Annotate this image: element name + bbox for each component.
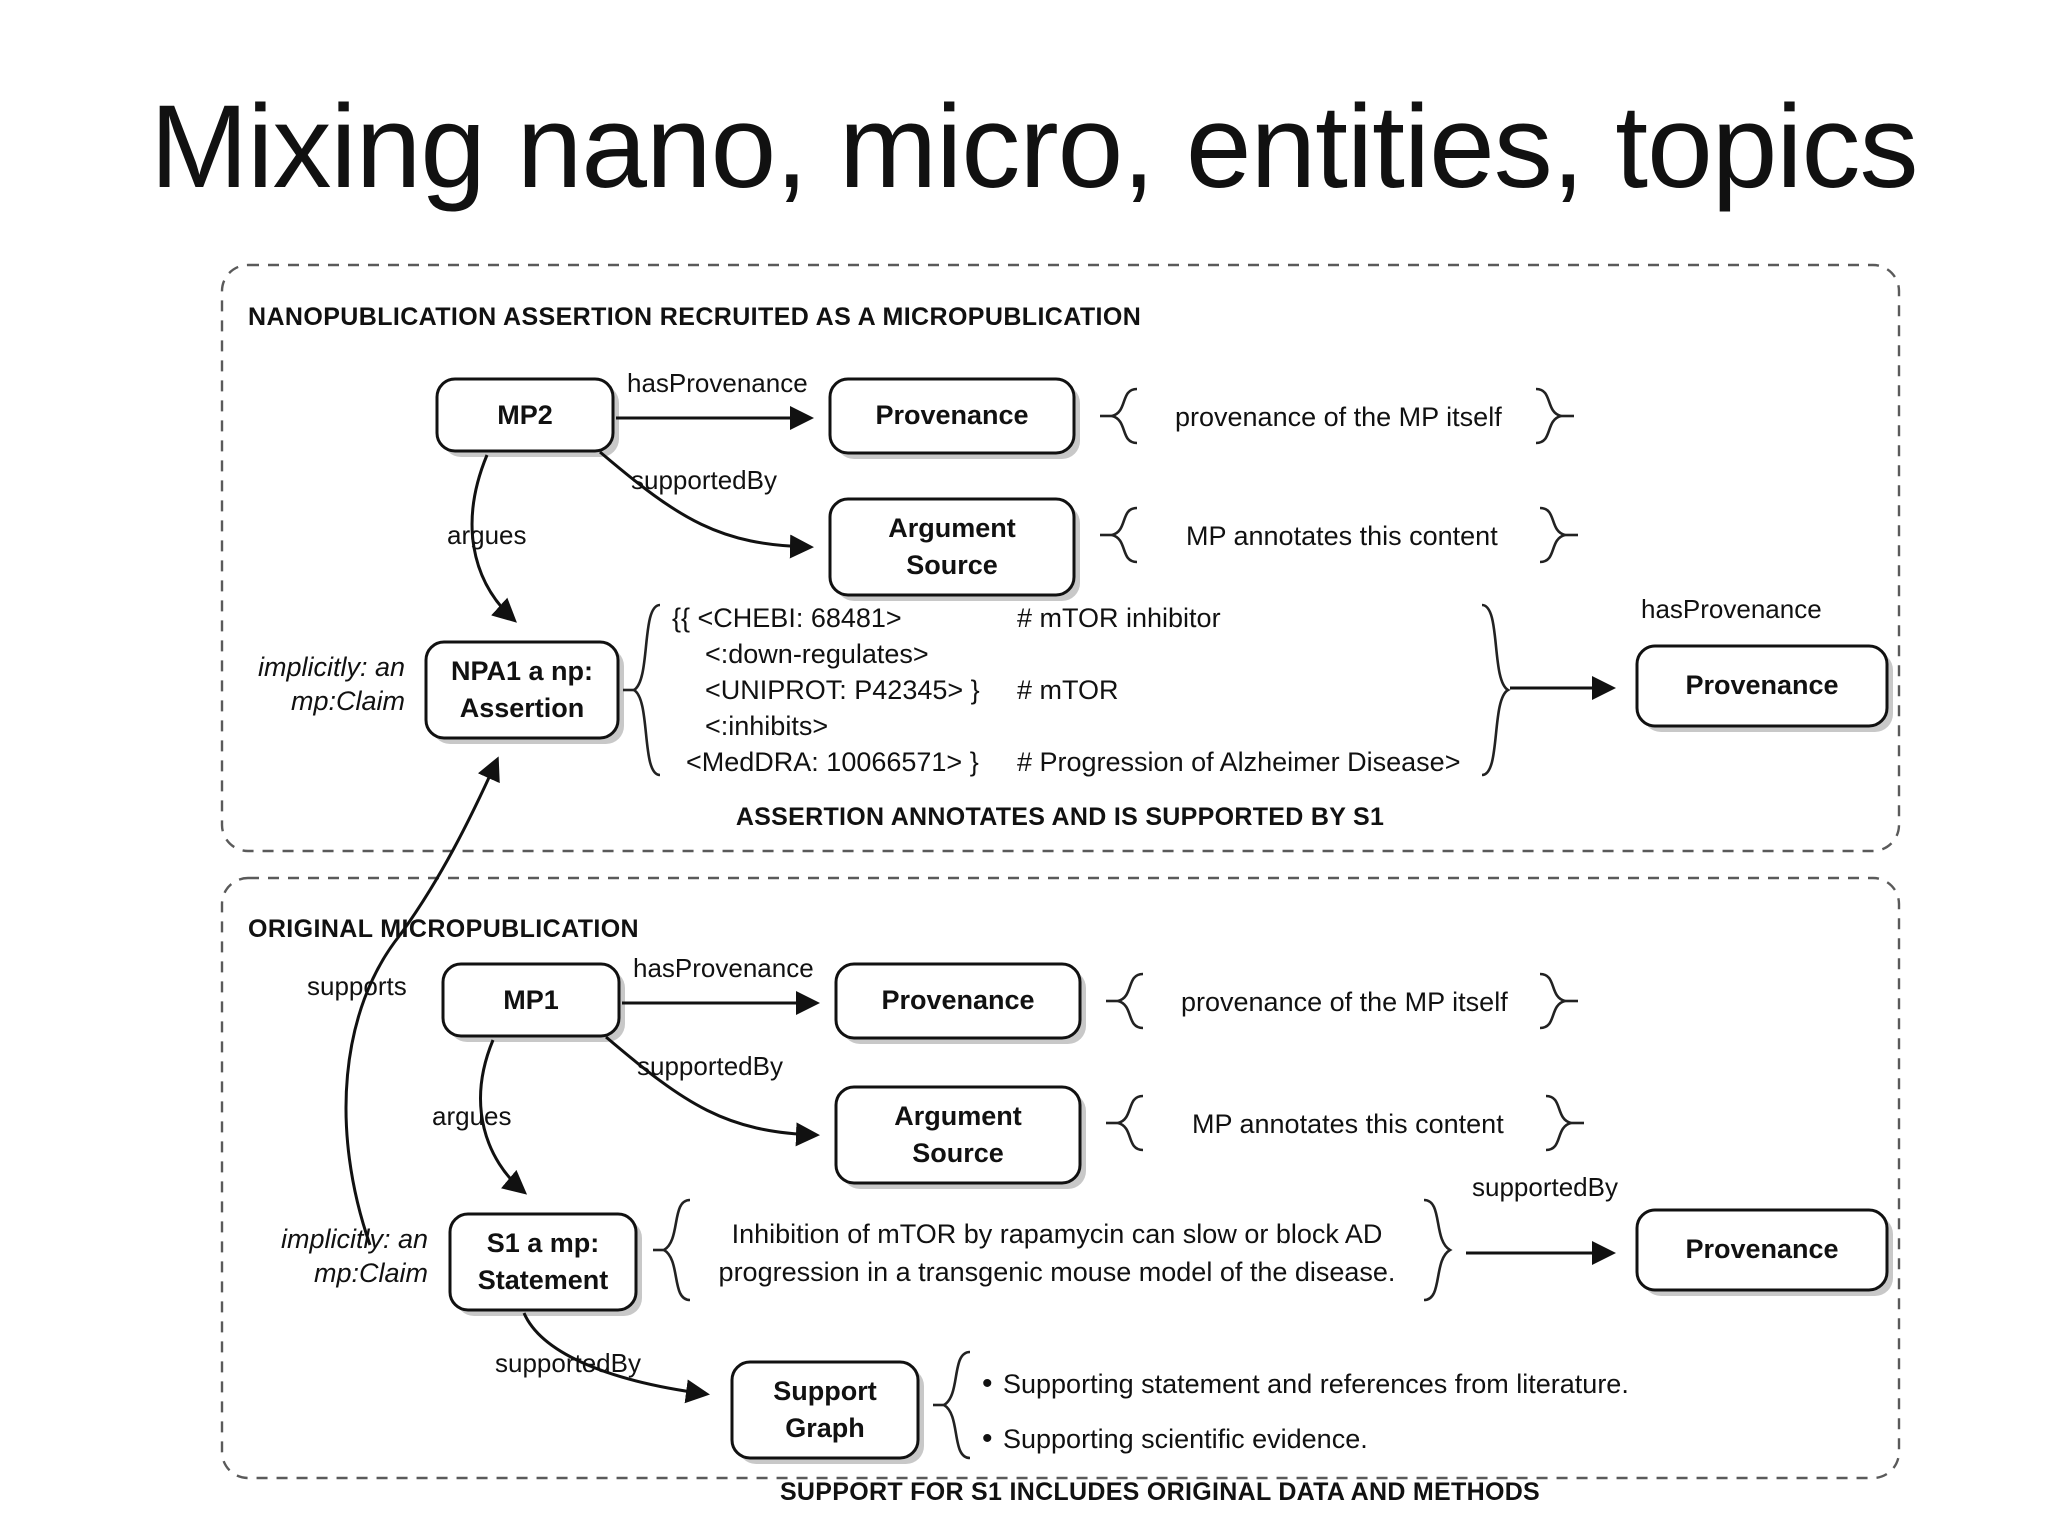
annot-argument-note-2: MP annotates this content xyxy=(1192,1109,1504,1139)
edge-supports-label: supports xyxy=(307,971,407,1001)
code-line-2-comment: # mTOR xyxy=(1017,675,1119,705)
edge-mp1-supportedby xyxy=(605,1035,820,1147)
brace-assertion-code xyxy=(623,603,1511,777)
support-bullet-text-1: Supporting statement and references from… xyxy=(1003,1369,1629,1399)
edge-mp2-argues xyxy=(470,454,517,623)
node-mp1-box xyxy=(441,962,621,1038)
node-mp2-label: MP2 xyxy=(497,400,553,430)
node-argument-source-2-label-2: Source xyxy=(912,1138,1004,1168)
edge-mp1-argues-label: argues xyxy=(432,1101,512,1131)
edge-mp2-hasprovenance-label: hasProvenance xyxy=(627,368,808,398)
node-npa1-assertion-label-1: NPA1 a np: xyxy=(451,656,593,686)
support-bullet-marker-1: • xyxy=(982,1367,993,1400)
node-provenance-right-2-box xyxy=(1635,1208,1889,1292)
node-support-graph-label-2: Graph xyxy=(785,1413,865,1443)
node-s1-statement-box xyxy=(448,1212,638,1312)
node-provenance-top-1[interactable]: Provenance xyxy=(828,377,1080,459)
code-line-4-comment: # Progression of Alzheimer Disease> xyxy=(1017,747,1460,777)
edge-mp2-argues-label: argues xyxy=(447,520,527,550)
edge-mp2-supportedby-label: supportedBy xyxy=(631,465,777,495)
node-npa1-assertion-label-2: Assertion xyxy=(460,693,585,723)
edge-supports-crosslink xyxy=(344,756,500,1246)
node-provenance-top-2-label: Provenance xyxy=(881,985,1034,1015)
node-s1-statement-label-1: S1 a mp: xyxy=(487,1228,600,1258)
brace-statement-text xyxy=(653,1198,1453,1302)
node-provenance-top-1-label: Provenance xyxy=(875,400,1028,430)
annot-implicit-claim-2-line2: mp:Claim xyxy=(314,1258,428,1288)
edge-statement-supportedby-graph xyxy=(522,1312,710,1404)
page-title: Mixing nano, micro, entities, topics xyxy=(150,81,1919,213)
brace-argument-note-2: MP annotates this content xyxy=(1106,1094,1584,1152)
edge-statement-supportedby-graph-label: supportedBy xyxy=(495,1348,641,1378)
node-provenance-top-1-box xyxy=(828,377,1076,455)
annot-implicit-claim-2-line1: implicitly: an xyxy=(281,1224,428,1254)
node-argument-source-1-label-2: Source xyxy=(906,550,998,580)
node-s1-statement[interactable]: S1 a mp: Statement xyxy=(448,1212,642,1316)
annot-provenance-note-1: provenance of the MP itself xyxy=(1175,402,1502,432)
brace-support-bullets xyxy=(933,1350,971,1460)
node-provenance-right-1-box xyxy=(1635,644,1889,728)
node-mp1[interactable]: MP1 xyxy=(441,962,625,1042)
panel-nanopublication: NANOPUBLICATION ASSERTION RECRUITED AS A… xyxy=(220,263,1901,853)
support-bullet-text-2: Supporting scientific evidence. xyxy=(1003,1424,1368,1454)
panel-micropublication-header: ORIGINAL MICROPUBLICATION xyxy=(248,915,639,943)
panel-micropublication: ORIGINAL MICROPUBLICATION MP1 Provenance… xyxy=(220,756,1901,1506)
edge-assertion-hasprovenance-label: hasProvenance xyxy=(1641,594,1822,624)
brace-provenance-note-2: provenance of the MP itself xyxy=(1106,972,1578,1030)
edge-mp1-argues xyxy=(479,1039,528,1195)
code-line-0-comment: # mTOR inhibitor xyxy=(1017,603,1221,633)
panel-nanopublication-header: NANOPUBLICATION ASSERTION RECRUITED AS A… xyxy=(248,303,1141,331)
node-argument-source-1[interactable]: Argument Source xyxy=(828,497,1080,601)
edge-mp1-supportedby-label: supportedBy xyxy=(637,1051,783,1081)
node-provenance-right-2-label: Provenance xyxy=(1685,1234,1838,1264)
edge-mp1-hasprovenance-label: hasProvenance xyxy=(633,953,814,983)
annot-provenance-note-2: provenance of the MP itself xyxy=(1181,987,1508,1017)
node-npa1-assertion[interactable]: NPA1 a np: Assertion xyxy=(424,640,624,744)
node-provenance-top-2[interactable]: Provenance xyxy=(834,962,1086,1044)
node-provenance-right-2[interactable]: Provenance xyxy=(1635,1208,1893,1296)
node-argument-source-2-box xyxy=(834,1085,1082,1185)
annot-argument-note-1: MP annotates this content xyxy=(1186,521,1498,551)
code-line-3-triple: <:inhibits> xyxy=(705,711,828,741)
code-line-0-triple: {{ <CHEBI: 68481> xyxy=(672,603,902,633)
support-bullet-marker-2: • xyxy=(982,1422,993,1455)
annot-statement-line-2: progression in a transgenic mouse model … xyxy=(719,1257,1396,1287)
code-line-1-triple: <:down-regulates> xyxy=(705,639,929,669)
node-provenance-top-2-box xyxy=(834,962,1082,1040)
node-provenance-right-1-label: Provenance xyxy=(1685,670,1838,700)
node-provenance-right-1[interactable]: Provenance xyxy=(1635,644,1893,732)
node-mp1-label: MP1 xyxy=(503,985,559,1015)
brace-provenance-note-1: provenance of the MP itself xyxy=(1100,387,1574,445)
annot-statement-line-1: Inhibition of mTOR by rapamycin can slow… xyxy=(732,1219,1383,1249)
node-argument-source-2-label-1: Argument xyxy=(894,1101,1022,1131)
node-argument-source-2[interactable]: Argument Source xyxy=(834,1085,1086,1189)
node-support-graph-box xyxy=(730,1360,920,1460)
node-mp2-box xyxy=(435,377,615,453)
edge-mp2-supportedby xyxy=(599,450,814,559)
code-line-2-triple: <UNIPROT: P42345> } xyxy=(705,675,980,705)
node-argument-source-1-box xyxy=(828,497,1076,597)
assertion-code-block: {{ <CHEBI: 68481> # mTOR inhibitor <:dow… xyxy=(672,603,1460,777)
node-s1-statement-label-2: Statement xyxy=(478,1265,609,1295)
node-support-graph[interactable]: Support Graph xyxy=(730,1360,924,1464)
annot-implicit-claim-1-line2: mp:Claim xyxy=(291,686,405,716)
panel-micropublication-border xyxy=(220,876,1901,1480)
node-argument-source-1-label-1: Argument xyxy=(888,513,1016,543)
node-npa1-assertion-box xyxy=(424,640,620,740)
edge-statement-supportedby-right-label: supportedBy xyxy=(1472,1172,1618,1202)
brace-argument-note-1: MP annotates this content xyxy=(1100,506,1578,564)
node-support-graph-label-1: Support xyxy=(773,1376,876,1406)
node-mp2[interactable]: MP2 xyxy=(435,377,619,457)
panel-nanopublication-caption: ASSERTION ANNOTATES AND IS SUPPORTED BY … xyxy=(736,803,1384,831)
annot-implicit-claim-1-line1: implicitly: an xyxy=(258,652,405,682)
panel-micropublication-caption: SUPPORT FOR S1 INCLUDES ORIGINAL DATA AN… xyxy=(780,1478,1540,1506)
code-line-4-triple: <MedDRA: 10066571> } xyxy=(686,747,979,777)
